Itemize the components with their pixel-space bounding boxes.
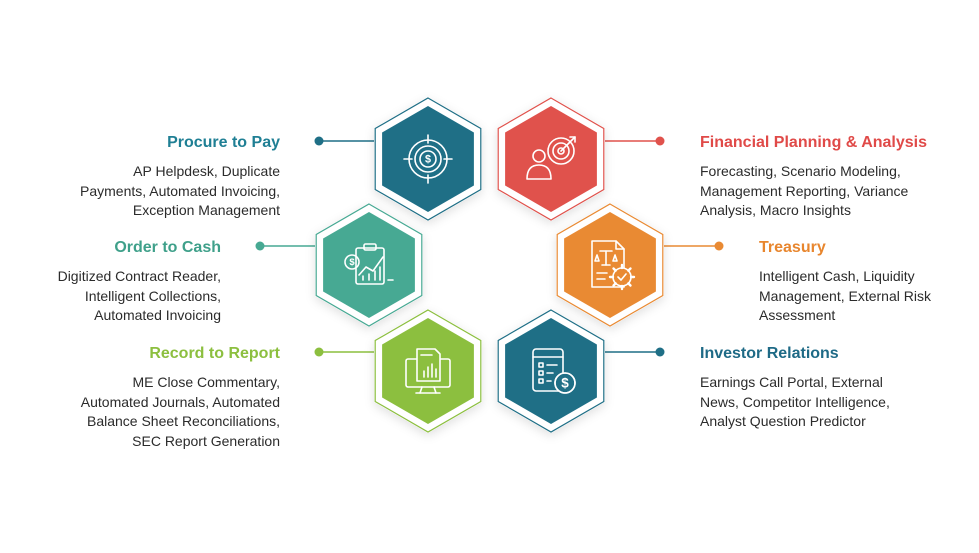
treasury-hexagon bbox=[556, 203, 664, 327]
connectors bbox=[255, 136, 724, 357]
record-to-report-title: Record to Report bbox=[149, 345, 280, 362]
document-scale-gear-icon bbox=[591, 240, 636, 291]
order-to-cash-block: Order to Cash Digitized Contract Reader,… bbox=[58, 238, 221, 326]
order-to-cash-line: Intelligent Collections, bbox=[84, 287, 221, 304]
treasury-line: Management, External Risk bbox=[759, 287, 931, 304]
person-target-icon bbox=[526, 136, 576, 180]
investor-relations-line: Earnings Call Portal, External bbox=[700, 374, 883, 390]
treasury-hexagon-outline bbox=[556, 203, 664, 327]
procure-to-pay-description: AP Helpdesk, Duplicate Payments, Automat… bbox=[80, 162, 280, 221]
procure-to-pay-hexagon: $ bbox=[374, 97, 482, 221]
record-to-report-description: ME Close Commentary, Automated Journals,… bbox=[81, 373, 280, 451]
order-to-cash-line: Automated Invoicing bbox=[94, 307, 221, 323]
investor-relations-hexagon-outline bbox=[497, 309, 605, 433]
financial-planning-description: Forecasting, Scenario Modeling, Manageme… bbox=[700, 162, 927, 221]
procure-to-pay-connector-dot bbox=[314, 136, 324, 146]
svg-text:$: $ bbox=[349, 257, 355, 268]
target-dollar-icon: $ bbox=[403, 134, 453, 184]
financial-planning-line: Forecasting, Scenario Modeling, bbox=[700, 163, 901, 179]
treasury-description: Intelligent Cash, Liquidity Management, … bbox=[759, 267, 931, 326]
procure-to-pay-hexagon-fill bbox=[382, 106, 474, 212]
record-to-report-hexagon-outline bbox=[374, 309, 482, 433]
procure-to-pay-title: Procure to Pay bbox=[167, 134, 280, 151]
record-to-report-hexagon bbox=[374, 309, 482, 433]
treasury-block: Treasury Intelligent Cash, Liquidity Man… bbox=[759, 238, 931, 326]
order-to-cash-title: Order to Cash bbox=[114, 239, 221, 256]
financial-planning-line: Analysis, Macro Insights bbox=[700, 202, 851, 218]
order-to-cash-connector-dot bbox=[255, 241, 265, 251]
financial-planning-title: Financial Planning & Analysis bbox=[700, 134, 928, 151]
investor-relations-title: Investor Relations bbox=[700, 345, 839, 362]
record-to-report-line: Balance Sheet Reconciliations, bbox=[86, 413, 280, 429]
financial-planning-connector-dot bbox=[655, 136, 665, 146]
procure-to-pay-line: Payments, Automated Invoicing, bbox=[80, 182, 280, 199]
record-to-report-connector-dot bbox=[314, 347, 324, 357]
financial-planning-block: Financial Planning & Analysis Forecastin… bbox=[700, 133, 927, 221]
financial-planning-hexagon-outline bbox=[497, 97, 605, 221]
procure-to-pay-block: Procure to Pay AP Helpdesk, Duplicate Pa… bbox=[80, 133, 280, 221]
procure-to-pay-line: Exception Management bbox=[132, 202, 280, 218]
order-to-cash-hexagon-fill bbox=[323, 212, 415, 318]
investor-relations-line: Analyst Question Predictor bbox=[700, 413, 866, 429]
record-to-report-line: SEC Report Generation bbox=[132, 432, 280, 449]
order-to-cash-hexagon-outline bbox=[315, 203, 423, 327]
order-to-cash-line: Digitized Contract Reader, bbox=[57, 268, 221, 284]
investor-relations-hexagon-fill bbox=[505, 318, 597, 424]
svg-text:$: $ bbox=[561, 376, 569, 391]
hexagons: $ $ $ bbox=[315, 97, 664, 433]
investor-relations-description: Earnings Call Portal, External News, Com… bbox=[700, 373, 890, 432]
record-to-report-block: Record to Report ME Close Commentary, Au… bbox=[81, 344, 280, 451]
investor-relations-line: News, Competitor Intelligence, bbox=[700, 393, 890, 410]
monitor-report-icon bbox=[405, 348, 451, 394]
treasury-line: Intelligent Cash, Liquidity bbox=[759, 268, 915, 284]
record-to-report-line: ME Close Commentary, bbox=[132, 374, 280, 390]
treasury-line: Assessment bbox=[759, 307, 836, 323]
order-to-cash-description: Digitized Contract Reader, Intelligent C… bbox=[58, 267, 221, 326]
record-to-report-line: Automated Journals, Automated bbox=[80, 393, 280, 410]
order-to-cash-hexagon: $ bbox=[315, 203, 423, 327]
procure-to-pay-hexagon-outline bbox=[374, 97, 482, 221]
treasury-title: Treasury bbox=[759, 239, 826, 256]
procure-to-pay-line: AP Helpdesk, Duplicate bbox=[133, 163, 280, 179]
treasury-connector-dot bbox=[714, 241, 724, 251]
checklist-dollar-icon: $ bbox=[532, 348, 576, 394]
investor-relations-hexagon: $ bbox=[497, 309, 605, 433]
financial-planning-hexagon bbox=[497, 97, 605, 221]
investor-relations-block: Investor Relations Earnings Call Portal,… bbox=[700, 344, 890, 432]
svg-text:$: $ bbox=[425, 154, 431, 166]
financial-planning-line: Management Reporting, Variance bbox=[700, 182, 909, 199]
investor-relations-connector-dot bbox=[655, 347, 665, 357]
clipboard-chart-icon: $ bbox=[344, 243, 394, 285]
